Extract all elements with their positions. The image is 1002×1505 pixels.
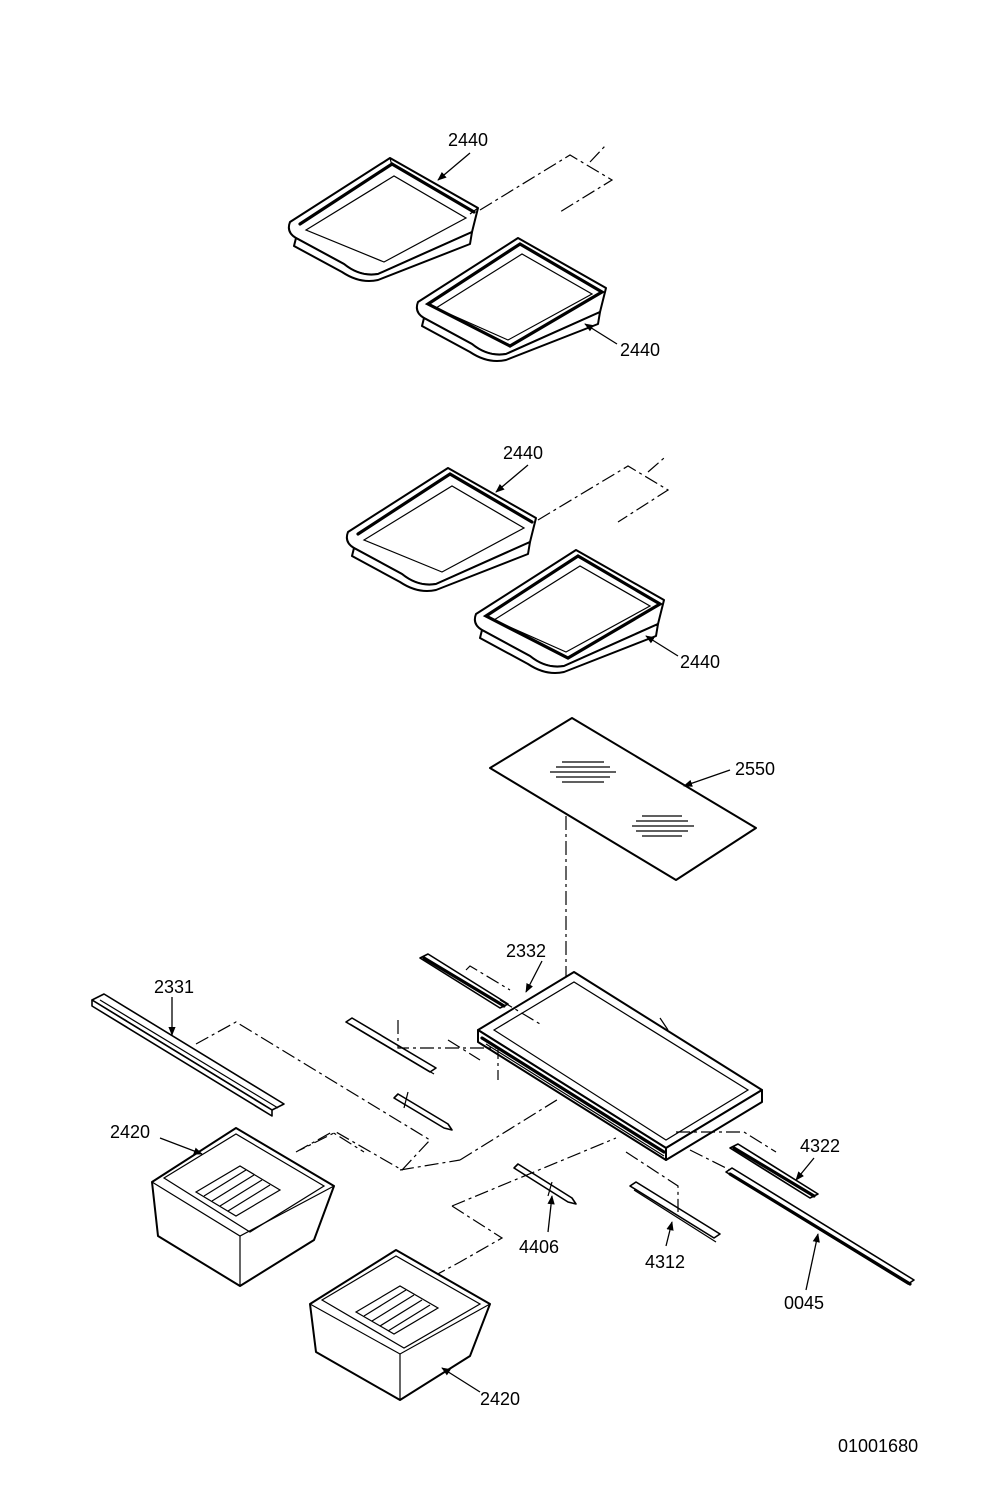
rail-4322 bbox=[729, 1143, 819, 1199]
callout-2440-a: 2440 bbox=[448, 130, 488, 150]
callout-2440-c: 2440 bbox=[503, 443, 543, 463]
drawing-number: 01001680 bbox=[838, 1436, 918, 1456]
shelf-2440-d bbox=[473, 549, 665, 674]
crisper-drawer-2420-a bbox=[151, 1127, 335, 1287]
callout-4322: 4322 bbox=[800, 1136, 840, 1156]
shelf-2440-a bbox=[287, 157, 479, 282]
rail-2331 bbox=[91, 993, 285, 1117]
rail-0045 bbox=[725, 1167, 915, 1286]
glass-shelf-2550 bbox=[489, 717, 757, 881]
callout-4406: 4406 bbox=[519, 1237, 559, 1257]
callout-2420-a: 2420 bbox=[110, 1122, 150, 1142]
callout-2420-b: 2420 bbox=[480, 1389, 520, 1409]
clip-4406 bbox=[513, 1163, 577, 1205]
rail-upper-left bbox=[419, 953, 509, 1009]
rail-4312 bbox=[629, 1181, 721, 1243]
shelf-frame-2332 bbox=[477, 971, 763, 1161]
clip-left bbox=[393, 1091, 453, 1131]
shelf-2440-c bbox=[345, 467, 537, 592]
shelf-2440-b bbox=[415, 237, 607, 362]
rail-middle-left bbox=[345, 1017, 437, 1075]
callout-2440-d: 2440 bbox=[680, 652, 720, 672]
callout-2440-b: 2440 bbox=[620, 340, 660, 360]
callout-2550: 2550 bbox=[735, 759, 775, 779]
callout-2332: 2332 bbox=[506, 941, 546, 961]
callout-0045: 0045 bbox=[784, 1293, 824, 1313]
crisper-drawer-2420-b bbox=[309, 1249, 491, 1401]
callout-4312: 4312 bbox=[645, 1252, 685, 1272]
callout-2331: 2331 bbox=[154, 977, 194, 997]
